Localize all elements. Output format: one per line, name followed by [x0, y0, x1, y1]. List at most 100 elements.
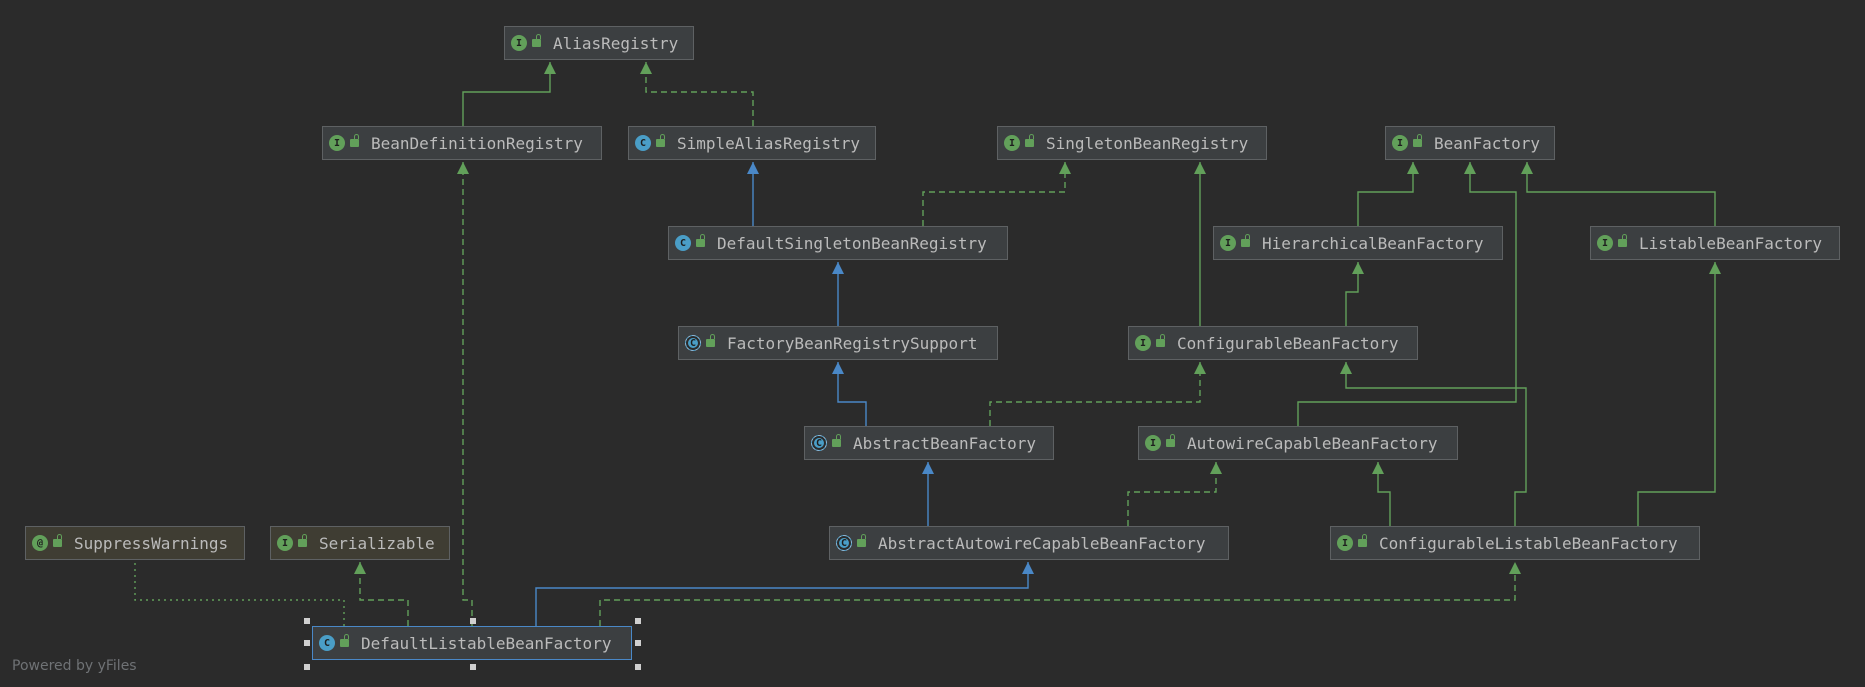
public-lock-icon: [340, 634, 349, 647]
node-listable-bean-factory[interactable]: I ListableBeanFactory: [1590, 226, 1840, 260]
edge-configurable-listable-to-autowire[interactable]: [1377, 462, 1391, 526]
edge-listable-to-bean-factory[interactable]: [1526, 162, 1716, 226]
interface-icon: I: [1597, 235, 1613, 251]
interface-icon: I: [277, 535, 293, 551]
public-lock-icon: [298, 534, 307, 547]
edge-default-singleton-to-singleton-registry-arrowhead: [1059, 162, 1071, 174]
edge-configurable-listable-to-listable[interactable]: [1637, 262, 1716, 526]
edge-abstract-autowire-to-autowire-capable-arrowhead: [1210, 462, 1222, 474]
edge-abstract-bean-factory-to-configurable-arrowhead: [1194, 362, 1206, 374]
node-label: BeanDefinitionRegistry: [371, 133, 583, 153]
public-lock-icon: [706, 334, 715, 347]
edge-default-listable-to-serializable-arrowhead: [354, 562, 366, 574]
edge-hierarchical-to-bean-factory-arrowhead: [1407, 162, 1419, 174]
edge-configurable-listable-to-listable-arrowhead: [1709, 262, 1721, 274]
interface-icon: I: [1220, 235, 1236, 251]
powered-by-footer: Powered by yFiles: [12, 658, 137, 674]
edge-default-listable-to-suppress-warnings[interactable]: [134, 562, 345, 626]
edge-abstract-autowire-to-autowire-capable[interactable]: [1127, 462, 1217, 526]
edge-abstract-autowire-to-abstract-bean-factory-arrowhead: [922, 462, 934, 474]
node-label: SimpleAliasRegistry: [677, 133, 861, 153]
node-bean-factory[interactable]: I BeanFactory: [1385, 126, 1555, 160]
node-configurable-listable-bean-factory[interactable]: I ConfigurableListableBeanFactory: [1330, 526, 1700, 560]
node-label: SingletonBeanRegistry: [1046, 133, 1249, 153]
node-singleton-bean-registry[interactable]: I SingletonBeanRegistry: [997, 126, 1267, 160]
edge-default-listable-to-bean-definition-registry[interactable]: [462, 162, 473, 626]
selection-handle[interactable]: [304, 664, 310, 670]
edge-default-listable-to-abstract-autowire[interactable]: [535, 562, 1029, 626]
node-label: SuppressWarnings: [74, 533, 229, 553]
node-simple-alias-registry[interactable]: C SimpleAliasRegistry: [628, 126, 876, 160]
node-label: DefaultSingletonBeanRegistry: [717, 233, 987, 253]
interface-icon: I: [511, 35, 527, 51]
node-alias-registry[interactable]: I AliasRegistry: [504, 26, 694, 60]
edge-bean-definition-registry-to-alias-registry-arrowhead: [544, 62, 556, 74]
interface-icon: I: [329, 135, 345, 151]
edge-listable-to-bean-factory-arrowhead: [1521, 162, 1533, 174]
selection-handle[interactable]: [470, 664, 476, 670]
edge-abstract-bean-factory-to-configurable[interactable]: [989, 362, 1201, 426]
public-lock-icon: [1618, 234, 1627, 247]
public-lock-icon: [350, 134, 359, 147]
public-lock-icon: [532, 34, 541, 47]
edge-configurable-listable-to-configurable[interactable]: [1345, 362, 1527, 526]
node-label: HierarchicalBeanFactory: [1262, 233, 1484, 253]
edge-autowire-to-bean-factory[interactable]: [1297, 162, 1517, 426]
class-icon: C: [675, 235, 691, 251]
edge-default-listable-to-abstract-autowire-arrowhead: [1022, 562, 1034, 574]
node-factory-bean-registry-support[interactable]: C FactoryBeanRegistrySupport: [678, 326, 998, 360]
edge-abstract-bean-factory-to-factory-support[interactable]: [837, 362, 867, 426]
edge-configurable-to-hierarchical[interactable]: [1345, 262, 1359, 326]
selection-handle[interactable]: [635, 664, 641, 670]
edge-configurable-to-singleton-registry-arrowhead: [1194, 162, 1206, 174]
node-default-singleton-bean-registry[interactable]: C DefaultSingletonBeanRegistry: [668, 226, 1008, 260]
selection-handle[interactable]: [635, 618, 641, 624]
node-default-listable-bean-factory[interactable]: C DefaultListableBeanFactory: [312, 626, 632, 660]
node-abstract-bean-factory[interactable]: C AbstractBeanFactory: [804, 426, 1054, 460]
edge-default-listable-to-configurable-listable-arrowhead: [1509, 562, 1521, 574]
public-lock-icon: [832, 434, 841, 447]
edge-default-singleton-to-singleton-registry[interactable]: [922, 162, 1066, 226]
node-label: AutowireCapableBeanFactory: [1187, 433, 1438, 453]
edge-simple-alias-registry-to-alias-registry-arrowhead: [640, 62, 652, 74]
class-icon: C: [319, 635, 335, 651]
annotation-icon: @: [32, 535, 48, 551]
node-configurable-bean-factory[interactable]: I ConfigurableBeanFactory: [1128, 326, 1418, 360]
edge-default-listable-to-configurable-listable[interactable]: [599, 562, 1516, 626]
edge-bean-definition-registry-to-alias-registry[interactable]: [462, 62, 551, 126]
node-hierarchical-bean-factory[interactable]: I HierarchicalBeanFactory: [1213, 226, 1503, 260]
edge-default-listable-to-serializable[interactable]: [359, 562, 409, 626]
node-autowire-capable-bean-factory[interactable]: I AutowireCapableBeanFactory: [1138, 426, 1458, 460]
edge-factory-support-to-default-singleton-arrowhead: [832, 262, 844, 274]
selection-handle[interactable]: [470, 618, 476, 624]
public-lock-icon: [53, 534, 62, 547]
selection-handle[interactable]: [304, 618, 310, 624]
edge-hierarchical-to-bean-factory[interactable]: [1357, 162, 1414, 226]
interface-icon: I: [1004, 135, 1020, 151]
selection-handle[interactable]: [635, 640, 641, 646]
edge-autowire-to-bean-factory-arrowhead: [1464, 162, 1476, 174]
node-label: ConfigurableListableBeanFactory: [1379, 533, 1678, 553]
node-abstract-autowire-capable-bean-factory[interactable]: C AbstractAutowireCapableBeanFactory: [829, 526, 1229, 560]
node-bean-definition-registry[interactable]: I BeanDefinitionRegistry: [322, 126, 602, 160]
edge-default-listable-to-bean-definition-registry-arrowhead: [457, 162, 469, 174]
edge-default-singleton-to-simple-alias-arrowhead: [747, 162, 759, 174]
public-lock-icon: [696, 234, 705, 247]
node-serializable[interactable]: I Serializable: [270, 526, 450, 560]
public-lock-icon: [1156, 334, 1165, 347]
node-label: BeanFactory: [1434, 133, 1540, 153]
public-lock-icon: [1358, 534, 1367, 547]
interface-icon: I: [1337, 535, 1353, 551]
edge-simple-alias-registry-to-alias-registry[interactable]: [645, 62, 754, 126]
node-label: AbstractBeanFactory: [853, 433, 1037, 453]
abstract-class-icon: C: [811, 435, 827, 451]
node-label: AliasRegistry: [553, 33, 679, 53]
edge-configurable-to-hierarchical-arrowhead: [1352, 262, 1364, 274]
node-label: ListableBeanFactory: [1639, 233, 1823, 253]
abstract-class-icon: C: [836, 535, 852, 551]
public-lock-icon: [1241, 234, 1250, 247]
node-suppress-warnings[interactable]: @ SuppressWarnings: [25, 526, 245, 560]
node-label: AbstractAutowireCapableBeanFactory: [878, 533, 1206, 553]
selection-handle[interactable]: [304, 640, 310, 646]
